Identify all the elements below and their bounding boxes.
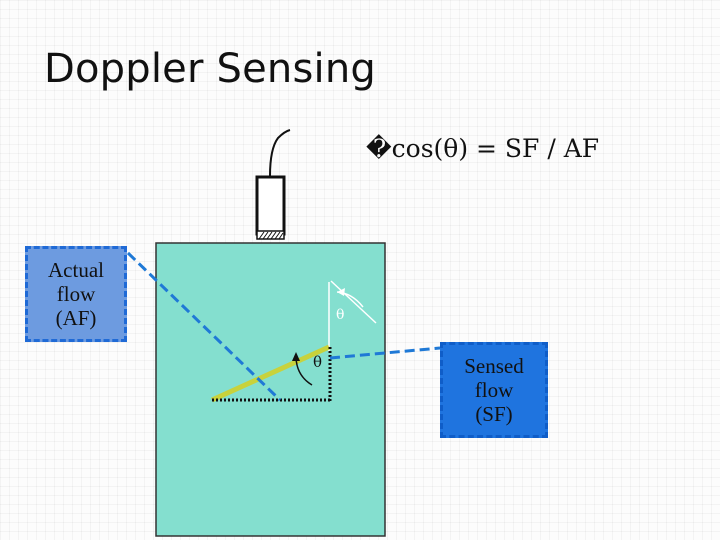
actual-flow-callout-line: [126, 251, 282, 402]
transducer-tip-hatching: [258, 231, 284, 240]
lower-angle-label: θ: [313, 353, 322, 371]
transducer-probe: [255, 175, 286, 236]
transducer-tip: [256, 230, 285, 240]
actual-flow-line-3: (AF): [55, 306, 97, 330]
upper-angle-label: θ: [336, 307, 344, 323]
lower-angle-arrowhead: [292, 352, 300, 361]
sensed-flow-line-1: Sensed: [464, 354, 524, 378]
transducer-cable: [269, 129, 291, 177]
diagonal-reference-line: [330, 280, 377, 324]
sensed-flow-line-3: (SF): [475, 402, 513, 426]
slide-title: Doppler Sensing: [44, 46, 376, 92]
sensed-flow-callout: Sensed flow (SF): [440, 342, 548, 438]
sensed-flow-callout-line: [329, 346, 441, 360]
cosine-formula: �cos(θ) = SF / AF: [366, 134, 600, 163]
actual-flow-callout: Actual flow (AF): [25, 246, 127, 342]
actual-flow-vector: [210, 344, 331, 403]
sensed-flow-line-2: flow: [474, 378, 514, 402]
actual-flow-line-2: flow: [56, 282, 96, 306]
upper-angle-arrowhead: [337, 288, 345, 296]
actual-flow-line-1: Actual: [48, 258, 104, 282]
